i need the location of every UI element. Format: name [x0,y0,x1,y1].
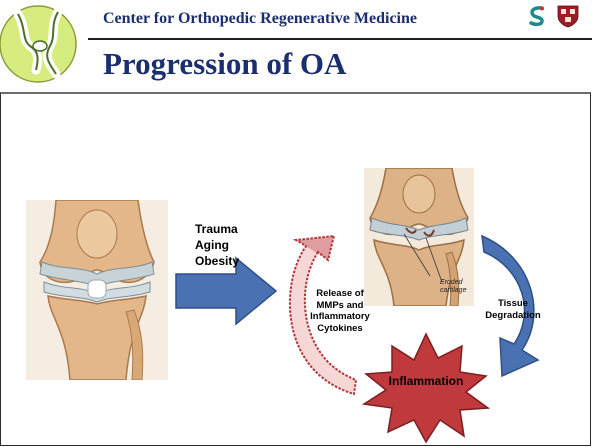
risk-factor-aging: Aging [195,238,229,252]
eroded-cartilage-callout: Eroded cartilage [440,279,466,295]
inflammation-label: Inflammation [368,376,484,388]
risk-factor-trauma: Trauma [195,222,238,236]
risk-factor-obesity: Obesity [195,254,239,268]
release-label: Release of MMPs and Inflammatory Cytokin… [298,288,382,334]
release-label-line: Cytokines [298,323,382,335]
tissue-label-line: Tissue [475,298,551,310]
release-label-line: Inflammatory [298,311,382,323]
tissue-label-line: Degradation [475,310,551,322]
callout-line: Eroded [440,279,466,287]
tissue-degradation-label: Tissue Degradation [475,298,551,322]
inflammation-burst-icon [364,334,488,442]
release-label-line: MMPs and [298,300,382,312]
callout-line: cartilage [440,287,466,295]
release-label-line: Release of [298,288,382,300]
